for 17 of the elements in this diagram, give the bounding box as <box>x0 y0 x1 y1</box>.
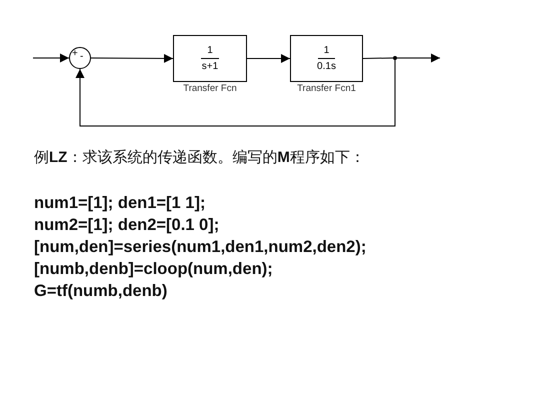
block-caption: Transfer Fcn1 <box>296 83 357 94</box>
arrow <box>32 54 70 62</box>
sign: + <box>72 49 78 59</box>
code-line: [numb,denb]=cloop(num,den); <box>34 260 273 279</box>
code-line: [num,den]=series(num1,den1,num2,den2); <box>34 238 366 257</box>
code-line: num2=[1]; den2=[0.1 0]; <box>34 216 220 235</box>
arrow <box>90 54 174 63</box>
summing-junction <box>69 47 91 69</box>
arrow <box>76 60 396 126</box>
arrow <box>396 54 440 62</box>
arrow <box>246 54 290 63</box>
block-caption: Transfer Fcn <box>182 83 238 94</box>
junction-dot <box>393 56 397 60</box>
code-line: num1=[1]; den1=[1 1]; <box>34 194 206 213</box>
code-line: G=tf(numb,denb) <box>34 282 168 301</box>
task-text: 例LZ：求该系统的传递函数。编写的M程序如下： <box>34 148 365 167</box>
sign: - <box>80 52 84 62</box>
